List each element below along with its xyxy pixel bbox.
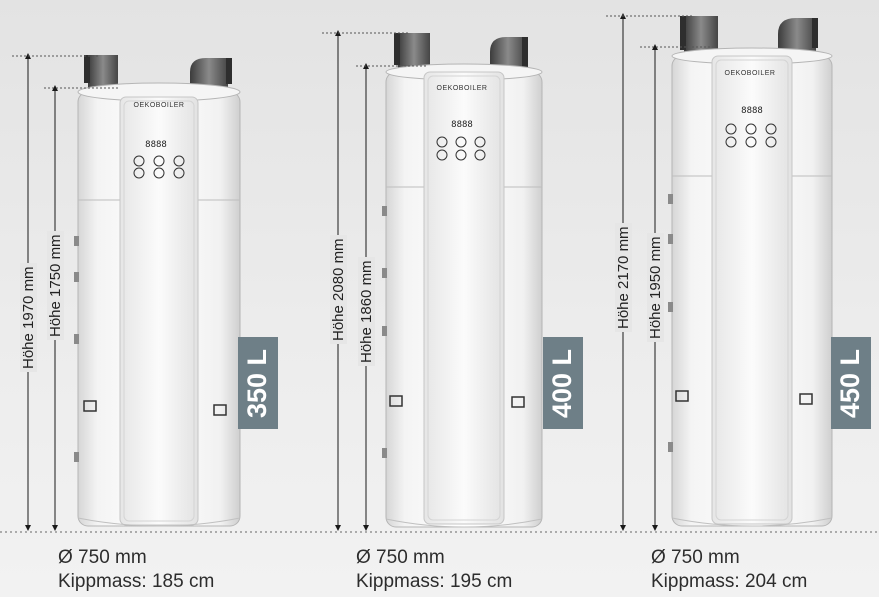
tank-body xyxy=(385,63,543,528)
air-duct-right xyxy=(190,58,232,88)
volume-label: 450 L xyxy=(835,348,866,418)
body-height-label-350: Höhe 1750 mm xyxy=(47,231,64,340)
body-height-label-400: Höhe 1860 mm xyxy=(358,257,375,366)
air-duct-left xyxy=(84,55,118,87)
inspection-port xyxy=(213,404,227,416)
tilt-caption-350: Kippmass: 185 cm xyxy=(58,571,215,592)
panel-display: 8888 xyxy=(145,140,167,150)
back-button-icon xyxy=(455,149,467,161)
air-duct-right xyxy=(778,18,818,54)
brand-logo: OEKOBOILER xyxy=(725,70,776,77)
diameter-caption-350: Ø 750 mm xyxy=(58,547,147,568)
control-panel: 8888 xyxy=(436,120,486,161)
down-button-icon xyxy=(133,167,145,179)
volume-tag-400: 400 L xyxy=(543,337,583,429)
up-button-icon xyxy=(133,155,145,167)
tank-body xyxy=(671,47,833,527)
ok-button-icon xyxy=(474,149,486,161)
total-height-label-450: Höhe 2170 mm xyxy=(615,223,632,332)
inspection-port xyxy=(511,396,525,408)
menu-button-icon xyxy=(153,155,165,167)
down-button-icon xyxy=(725,136,737,148)
ok-button-icon xyxy=(765,136,777,148)
total-height-label-400: Höhe 2080 mm xyxy=(330,235,347,344)
back-button-icon xyxy=(153,167,165,179)
pipe-connectors xyxy=(382,206,387,458)
inspection-port xyxy=(799,393,813,405)
body-height-label-450: Höhe 1950 mm xyxy=(647,233,664,342)
tilt-caption-450: Kippmass: 204 cm xyxy=(651,571,808,592)
total-height-label-350: Höhe 1970 mm xyxy=(20,263,37,372)
ok-button-icon xyxy=(173,167,185,179)
volume-tag-450: 450 L xyxy=(831,337,871,429)
control-panel: 8888 xyxy=(725,106,777,148)
inspection-port xyxy=(83,400,97,412)
control-panel: 8888 xyxy=(133,140,185,179)
brand-logo: OEKOBOILER xyxy=(134,102,185,109)
boiler-unit-400: OEKOBOILER 8888 xyxy=(322,30,543,531)
panel-display: 8888 xyxy=(451,120,473,130)
air-duct-left xyxy=(680,16,718,54)
volume-tag-350: 350 L xyxy=(238,337,278,429)
volume-label: 350 L xyxy=(242,348,273,418)
boiler-unit-350: OEKOBOILER 8888 xyxy=(12,53,241,531)
down-button-icon xyxy=(436,149,448,161)
air-duct-left xyxy=(394,33,430,70)
diameter-caption-450: Ø 750 mm xyxy=(651,547,740,568)
inspection-port xyxy=(389,395,403,407)
power-button-icon xyxy=(474,136,486,148)
panel-display: 8888 xyxy=(741,106,763,116)
tilt-caption-400: Kippmass: 195 cm xyxy=(356,571,513,592)
up-button-icon xyxy=(436,136,448,148)
diameter-caption-400: Ø 750 mm xyxy=(356,547,445,568)
volume-label: 400 L xyxy=(547,348,578,418)
brand-logo: OEKOBOILER xyxy=(437,85,488,92)
tank-body xyxy=(77,82,241,527)
air-duct-right xyxy=(490,37,528,70)
power-button-icon xyxy=(173,155,185,167)
power-button-icon xyxy=(765,123,777,135)
back-button-icon xyxy=(745,136,757,148)
inspection-port xyxy=(675,390,689,402)
pipe-connectors xyxy=(668,194,673,452)
pipe-connectors xyxy=(74,236,79,462)
boiler-unit-450: OEKOBOILER 8888 xyxy=(606,13,833,531)
menu-button-icon xyxy=(455,136,467,148)
menu-button-icon xyxy=(745,123,757,135)
up-button-icon xyxy=(725,123,737,135)
